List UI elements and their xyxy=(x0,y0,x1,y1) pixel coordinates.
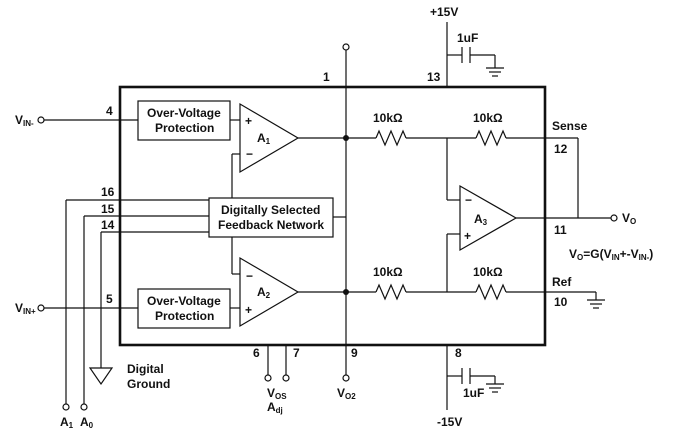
a3-minus: − xyxy=(465,193,472,207)
pin-4: 4 xyxy=(106,104,113,118)
ref-label: Ref xyxy=(552,275,572,289)
a2-minus: − xyxy=(246,269,253,283)
ground-icon-ref xyxy=(587,299,605,309)
resistor-r3 xyxy=(375,283,407,301)
vos-label: VOS xyxy=(267,386,287,401)
resistor-r4-label: 10kΩ xyxy=(473,265,503,279)
ovp-bottom-line2: Protection xyxy=(155,309,214,323)
digital-ground-icon xyxy=(88,367,114,386)
a1-minus: − xyxy=(246,147,253,161)
pin-8: 8 xyxy=(455,346,462,360)
digitally-selected-feedback-network xyxy=(208,197,334,238)
resistor-r2 xyxy=(475,129,507,147)
a2-plus: + xyxy=(245,303,252,317)
pin-12: 12 xyxy=(554,142,568,156)
vin-plus-terminal xyxy=(37,304,45,312)
a1-pin-terminal xyxy=(62,403,70,411)
gain-equation: VO=G(VIN+-VIN-) xyxy=(569,247,653,262)
pin-16: 16 xyxy=(101,185,115,199)
resistor-r2-label: 10kΩ xyxy=(473,111,503,125)
pos-supply-label: +15V xyxy=(430,5,458,19)
vo2-terminal xyxy=(342,374,350,382)
adj-label: Adj xyxy=(267,400,283,415)
over-voltage-protection-top xyxy=(137,100,231,141)
pin-10: 10 xyxy=(554,295,568,309)
pin-1-terminal xyxy=(342,43,350,51)
resistor-r4 xyxy=(475,283,507,301)
vo-label: VO xyxy=(622,211,636,226)
vos-terminal-a xyxy=(264,374,272,382)
a0-pin-label: A0 xyxy=(80,415,94,430)
pin-6: 6 xyxy=(253,346,260,360)
cap-bottom-label: 1uF xyxy=(463,386,484,400)
node-a2-out xyxy=(343,289,349,295)
pin-15: 15 xyxy=(101,202,115,216)
resistor-r3-label: 10kΩ xyxy=(373,265,403,279)
pin-5: 5 xyxy=(106,292,113,306)
dsfn-line2: Feedback Network xyxy=(218,218,324,232)
a1-pin-label: A1 xyxy=(60,415,74,430)
amp-a2 xyxy=(239,256,300,328)
pin-1: 1 xyxy=(323,70,330,84)
vo-terminal xyxy=(610,214,618,222)
pin-13: 13 xyxy=(427,70,441,84)
amp-a3 xyxy=(459,184,518,252)
a2-label: A2 xyxy=(257,285,271,300)
neg-supply-label: -15V xyxy=(437,415,462,429)
pin-11: 11 xyxy=(554,223,567,237)
a3-plus: + xyxy=(464,229,471,243)
a1-plus: + xyxy=(245,114,252,128)
digital-ground-label-1: Digital xyxy=(127,362,164,376)
ovp-bottom-line1: Over-Voltage xyxy=(147,294,221,308)
vos-terminal-b xyxy=(282,374,290,382)
vin-plus-label: VIN+ xyxy=(15,301,36,316)
a3-label: A3 xyxy=(474,212,488,227)
pin-7: 7 xyxy=(293,346,300,360)
resistor-r1-label: 10kΩ xyxy=(373,111,403,125)
ovp-top-line1: Over-Voltage xyxy=(147,106,221,120)
ovp-top-line2: Protection xyxy=(155,121,214,135)
vo2-label: VO2 xyxy=(337,386,356,401)
amp-a1 xyxy=(239,102,300,174)
vin-minus-label: VIN- xyxy=(15,113,34,128)
pin-9: 9 xyxy=(351,346,358,360)
cap-top-label: 1uF xyxy=(457,31,478,45)
vin-minus-terminal xyxy=(37,116,45,124)
ground-icon-top xyxy=(486,67,504,77)
ground-icon-bottom xyxy=(486,383,504,393)
a1-label: A1 xyxy=(257,131,271,146)
a0-pin-terminal xyxy=(80,403,88,411)
resistor-r1 xyxy=(375,129,407,147)
digital-ground-label-2: Ground xyxy=(127,377,170,391)
sense-label: Sense xyxy=(552,119,588,133)
pin-14: 14 xyxy=(101,218,115,232)
dsfn-line1: Digitally Selected xyxy=(221,203,320,217)
over-voltage-protection-bottom xyxy=(137,288,231,329)
